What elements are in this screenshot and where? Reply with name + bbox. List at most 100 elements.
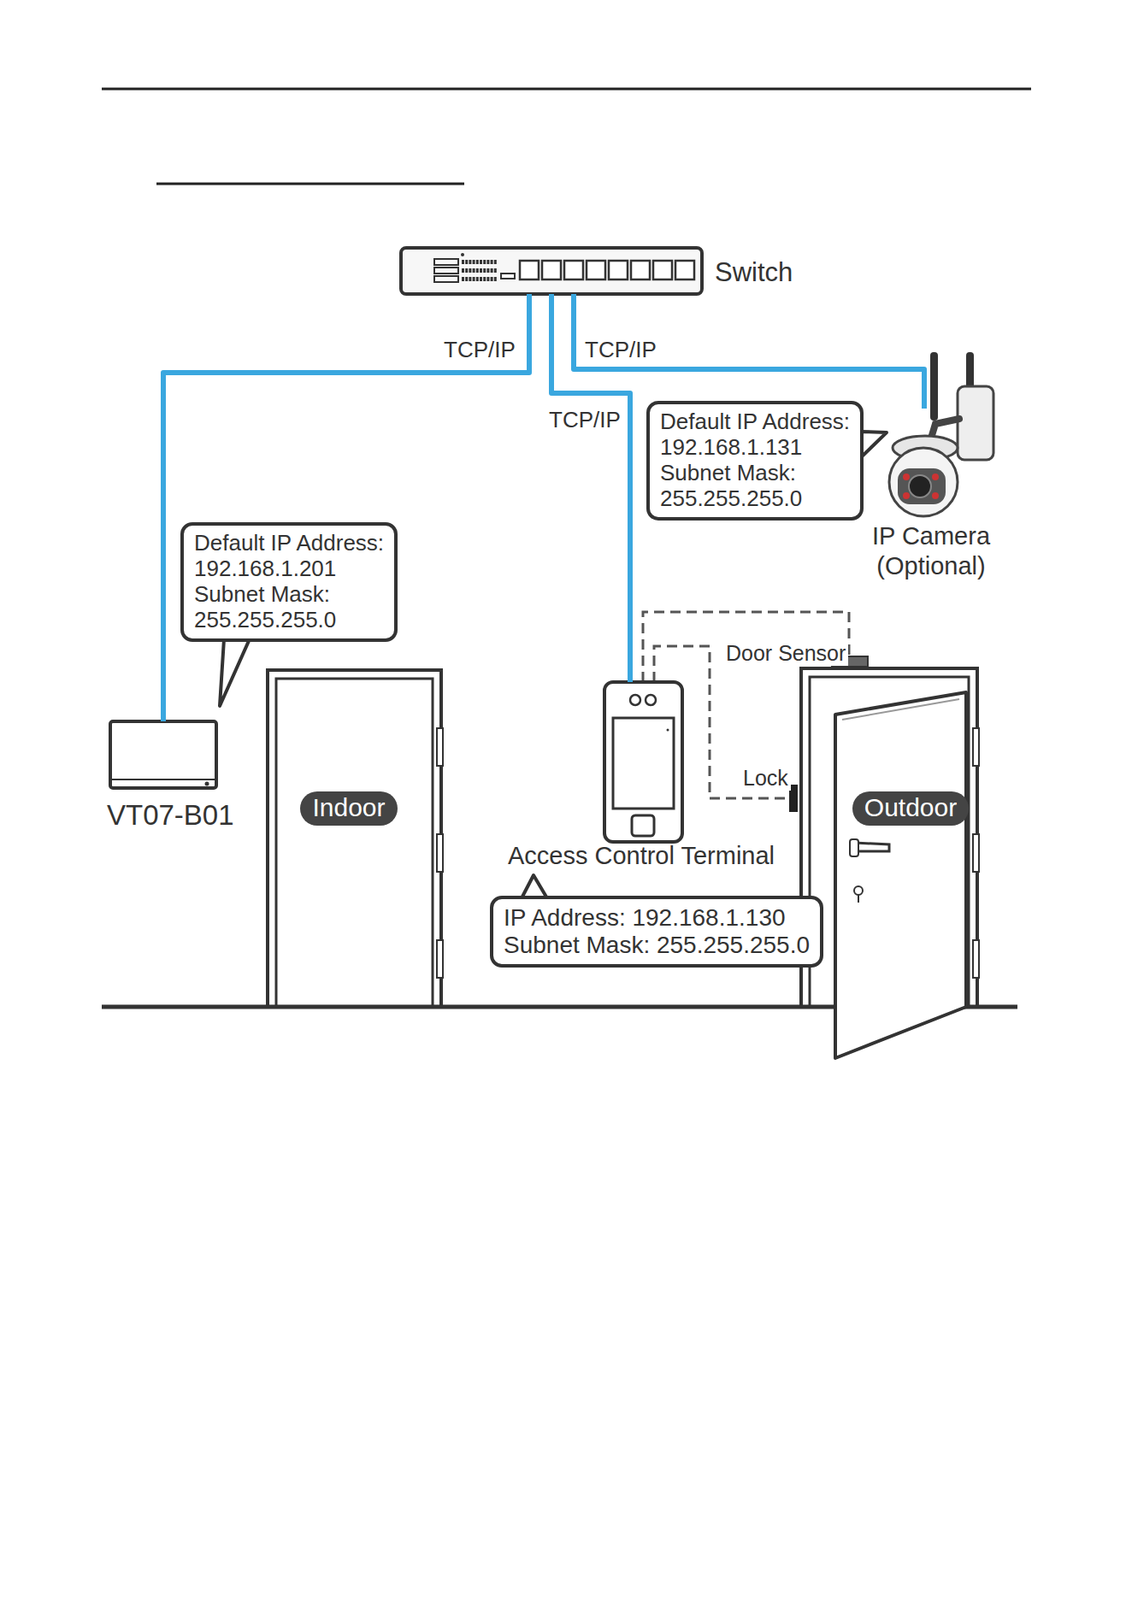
switch-led	[468, 268, 472, 273]
header-rule	[156, 182, 465, 186]
switch-led	[461, 268, 465, 273]
switch-led	[476, 268, 479, 273]
switch-led	[461, 277, 465, 282]
switch-led	[476, 277, 479, 282]
camera-symbol	[931, 473, 939, 481]
open-door-panel	[849, 839, 859, 857]
access-terminal	[630, 695, 641, 706]
access-terminal	[604, 682, 683, 843]
access-terminal	[631, 815, 655, 837]
open-door-panel	[842, 699, 960, 720]
switch-led	[476, 259, 479, 265]
switch-led	[472, 268, 476, 273]
node-label: Switch	[714, 256, 793, 289]
switch-led	[483, 268, 486, 273]
location-pill: Indoor	[300, 791, 397, 826]
network-cable	[573, 294, 925, 409]
callout-text: 192.168.1.131	[660, 435, 850, 461]
switch-led	[490, 268, 494, 273]
indoor-monitor	[110, 721, 217, 789]
callout-text: Subnet Mask:	[194, 582, 384, 608]
callout-text: 255.255.255.0	[660, 486, 850, 513]
switch-led	[490, 259, 494, 265]
switch-led	[486, 277, 490, 282]
camera-box: IP Camera (Optional)	[885, 408, 996, 518]
switch-port	[653, 260, 673, 280]
switch-symbol	[434, 276, 459, 283]
switch-port	[630, 260, 650, 280]
indoor-door	[267, 670, 443, 1008]
ip-callout: Default IP Address:192.168.1.201Subnet M…	[180, 522, 398, 643]
node-label: IP Camera (Optional)	[837, 521, 1026, 582]
edge-label: TCP/IP	[440, 336, 519, 364]
camera-symbol	[931, 492, 939, 500]
callout-tail	[521, 875, 548, 899]
switch-port	[519, 260, 539, 280]
node-label: VT07-B01	[106, 798, 235, 833]
switch-led	[465, 277, 468, 282]
camera-symbol	[908, 475, 932, 498]
outdoor-door	[972, 728, 979, 767]
switch-led	[465, 268, 468, 273]
network-cable	[163, 294, 530, 722]
switch-led	[472, 259, 476, 265]
access-terminal	[613, 718, 674, 809]
camera-symbol	[889, 448, 958, 517]
switch-symbol	[519, 260, 695, 280]
callout-text: 192.168.1.201	[194, 556, 384, 583]
switch-led	[468, 277, 472, 282]
open-door-panel	[857, 895, 860, 903]
indoor-door	[436, 728, 443, 767]
switch-led	[461, 259, 465, 265]
switch-port	[542, 260, 561, 280]
header-rule	[101, 88, 1032, 91]
switch-led	[486, 268, 490, 273]
terminal-box: Access Control Terminal	[604, 682, 683, 843]
indoor-door	[276, 678, 433, 1008]
switch-symbol	[434, 259, 459, 266]
access-terminal	[604, 682, 683, 843]
indoor-door	[436, 834, 443, 873]
switch-led	[490, 277, 494, 282]
indoor-monitor	[110, 721, 217, 789]
access-terminal	[645, 695, 656, 706]
open-door-panel	[835, 692, 967, 1059]
callout-tail	[860, 431, 887, 458]
open-door-panel	[835, 692, 967, 1059]
switch-led	[479, 268, 483, 273]
callout-text: Default IP Address:	[660, 409, 850, 436]
callout-text: 255.255.255.0	[194, 607, 384, 634]
outdoor-door	[972, 834, 979, 873]
switch-symbol	[460, 253, 465, 257]
node-label: Access Control Terminal	[461, 841, 821, 872]
camera-symbol	[957, 386, 994, 460]
edge-label: TCP/IP	[581, 336, 661, 364]
ip-callout: IP Address: 192.168.1.130Subnet Mask: 25…	[489, 896, 824, 968]
switch-led	[494, 268, 497, 273]
outdoor-door	[972, 940, 979, 979]
switch-led	[486, 259, 490, 265]
switch-port	[675, 260, 695, 280]
switch-led	[494, 277, 497, 282]
switch-box: Switch	[400, 247, 702, 295]
camera-symbol	[902, 492, 910, 500]
callout-text: IP Address: 192.168.1.130	[503, 904, 810, 932]
switch-symbol	[434, 267, 459, 274]
callout-text: Default IP Address:	[194, 530, 384, 557]
camera-symbol	[889, 352, 994, 517]
switch-port	[586, 260, 606, 280]
indoor-door	[267, 670, 442, 1008]
switch-port	[608, 260, 628, 280]
open-door-panel	[854, 886, 863, 896]
switch-led	[468, 259, 472, 265]
callout-text: Subnet Mask: 255.255.255.0	[503, 931, 810, 960]
switch-led	[465, 259, 468, 265]
switch-led	[483, 277, 486, 282]
switch-led	[472, 277, 476, 282]
wire-label: Door Sensor	[723, 640, 849, 667]
callout-tail	[219, 639, 250, 707]
switch-led	[479, 259, 483, 265]
switch-led	[479, 277, 483, 282]
pill-text: Outdoor	[864, 792, 957, 824]
camera-symbol	[902, 473, 910, 481]
